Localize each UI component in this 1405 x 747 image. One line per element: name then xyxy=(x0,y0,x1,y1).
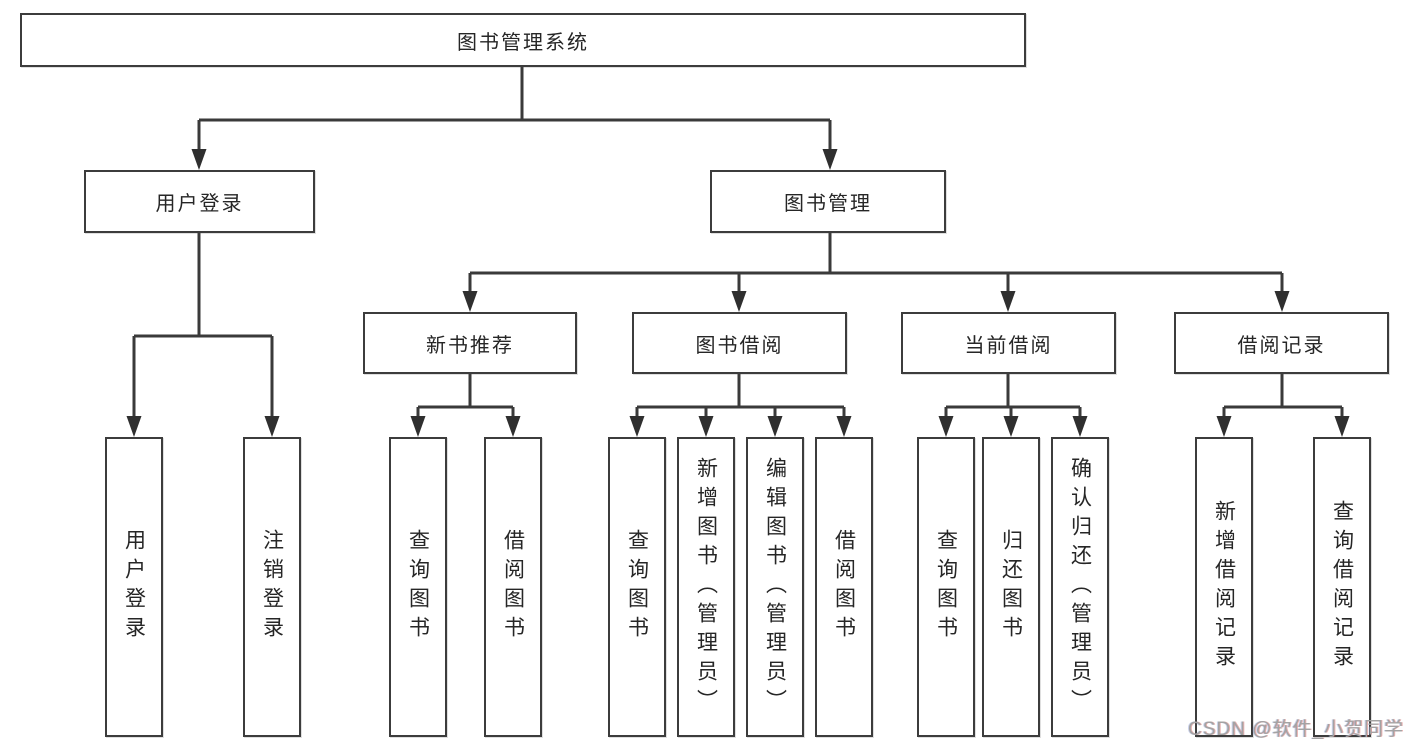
leaf-logout: 注销登录 xyxy=(243,437,301,737)
node-user-login: 用户登录 xyxy=(84,170,315,233)
node-current-borrow: 当前借阅 xyxy=(901,312,1116,374)
leaf-current-return-books: 归还图书 xyxy=(982,437,1040,737)
leaf-borrow-query-books: 查询图书 xyxy=(608,437,666,737)
leaf-records-add-record: 新增借阅记录 xyxy=(1195,437,1253,737)
leaf-borrow-borrow-books: 借阅图书 xyxy=(815,437,873,737)
leaf-borrow-edit-books-admin: 编辑图书（管理员） xyxy=(746,437,804,737)
leaf-borrow-add-books-admin: 新增图书（管理员） xyxy=(677,437,735,737)
node-borrow-records: 借阅记录 xyxy=(1174,312,1389,374)
node-new-book-recommend: 新书推荐 xyxy=(363,312,577,374)
leaf-recommend-borrow-books: 借阅图书 xyxy=(484,437,542,737)
leaf-recommend-query-books: 查询图书 xyxy=(389,437,447,737)
node-book-management: 图书管理 xyxy=(710,170,946,233)
node-root-system: 图书管理系统 xyxy=(20,13,1026,67)
node-book-borrow: 图书借阅 xyxy=(632,312,847,374)
leaf-records-query-record: 查询借阅记录 xyxy=(1313,437,1371,737)
leaf-user-login: 用户登录 xyxy=(105,437,163,737)
csdn-watermark: CSDN @软件_小贺同学 xyxy=(1188,719,1404,740)
leaf-current-query-books: 查询图书 xyxy=(917,437,975,737)
leaf-current-confirm-return-admin: 确认归还（管理员） xyxy=(1051,437,1109,737)
